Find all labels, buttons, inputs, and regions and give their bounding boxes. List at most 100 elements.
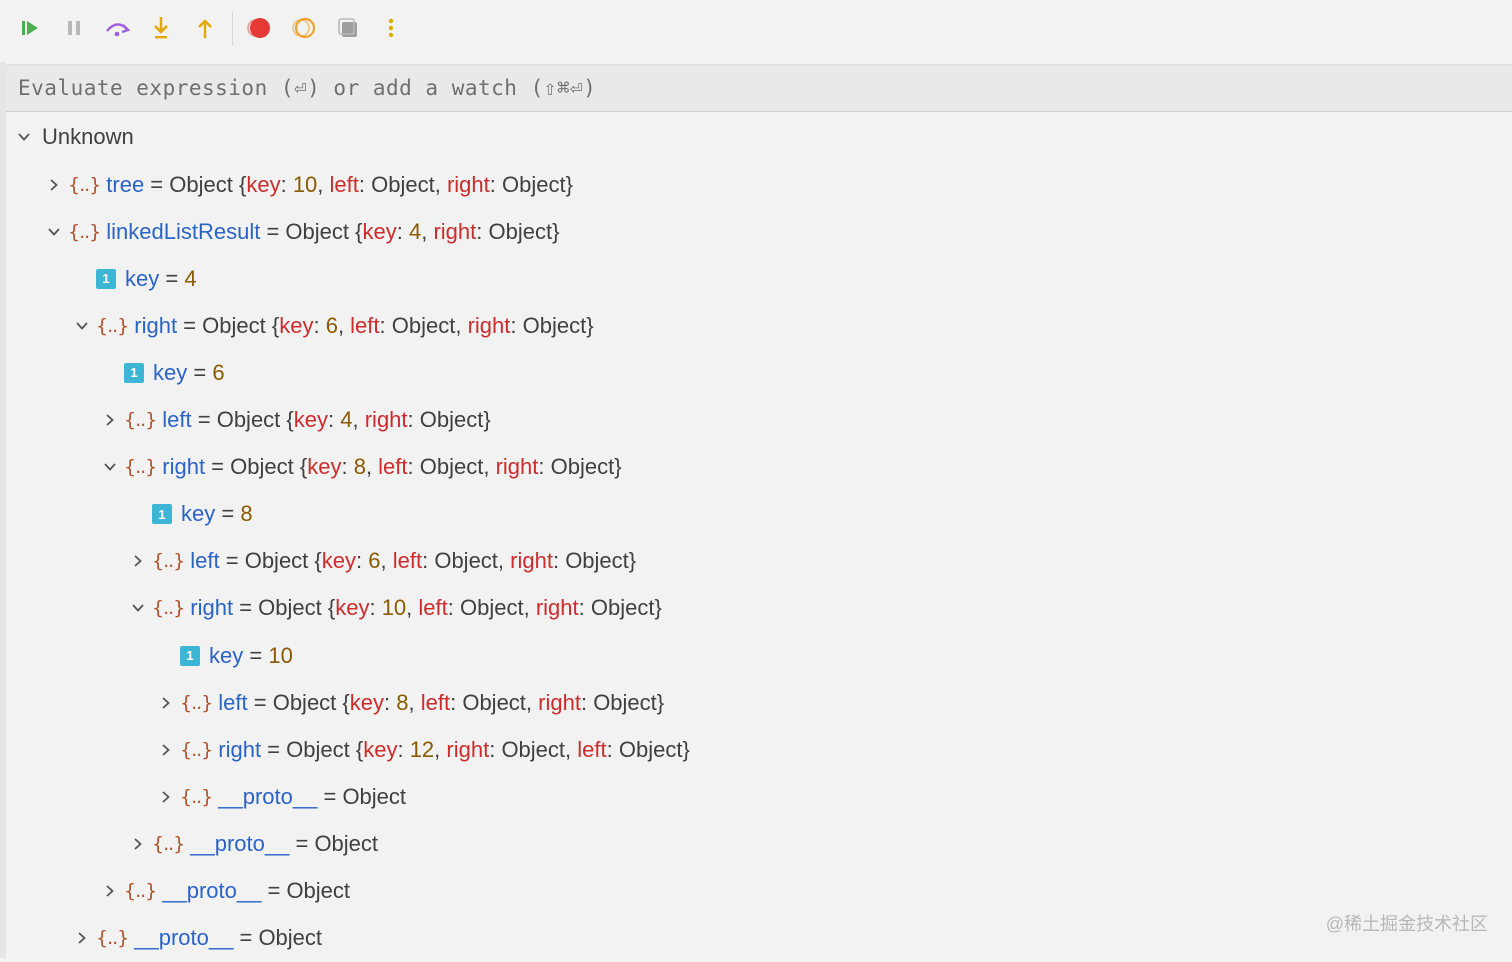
tree-row[interactable]: {..}right = Object {key: 8, left: Object… — [0, 444, 1512, 491]
summary-value: Object — [419, 454, 484, 480]
object-icon: {..} — [180, 691, 213, 714]
evaluate-expression-input[interactable]: Evaluate expression (⏎) or add a watch (… — [6, 64, 1512, 112]
stop-icon — [338, 18, 357, 37]
pause-icon — [68, 21, 80, 35]
variable-name: linkedListResult — [106, 218, 261, 244]
tree-row[interactable]: {..}__proto__ = Object — [0, 820, 1512, 867]
pause-button[interactable] — [56, 10, 92, 46]
summary-key: key — [363, 736, 398, 762]
tree-row[interactable]: {..}__proto__ = Object — [0, 773, 1512, 820]
equals-sign: = — [243, 642, 269, 668]
summary-key: right — [535, 595, 579, 621]
summary-key: left — [392, 548, 423, 574]
equals-sign: = — [205, 454, 231, 480]
variable-value: 6 — [212, 359, 225, 385]
collapse-chevron-icon[interactable] — [68, 312, 96, 340]
summary-key: right — [495, 454, 539, 480]
tree-root-label: Unknown — [42, 123, 134, 149]
expand-chevron-icon[interactable] — [152, 736, 180, 764]
summary-key: right — [446, 736, 490, 762]
collapse-chevron-icon[interactable] — [96, 453, 124, 481]
summary-value: Object — [419, 407, 484, 432]
variable-value: 4 — [184, 265, 197, 291]
step-out-icon — [198, 19, 212, 38]
expand-chevron-icon[interactable] — [152, 783, 180, 811]
tree-row[interactable]: {..}tree = Object {key: 10, left: Object… — [0, 161, 1512, 208]
expand-chevron-icon[interactable] — [124, 547, 152, 575]
equals-sign: = — [215, 501, 241, 527]
expand-chevron-icon[interactable] — [152, 689, 180, 717]
summary-key: key — [335, 595, 370, 621]
tree-row[interactable]: {..}left = Object {key: 4, right: Object… — [0, 397, 1512, 444]
equals-sign: = — [233, 595, 259, 621]
equals-sign: = — [261, 878, 287, 903]
summary-key: right — [364, 407, 408, 432]
expand-chevron-icon[interactable] — [68, 924, 96, 952]
variable-type: Object — [314, 830, 379, 856]
summary-value: Object — [434, 548, 498, 574]
variable-type: Object — [272, 689, 337, 715]
summary-key: key — [293, 407, 329, 432]
summary-value: Object — [501, 736, 566, 762]
variable-name: right — [218, 736, 262, 762]
summary-value: Object — [462, 689, 526, 715]
expand-chevron-icon[interactable] — [40, 171, 68, 199]
step-out-button[interactable] — [187, 10, 223, 46]
collapse-chevron-icon[interactable] — [124, 594, 152, 622]
equals-sign: = — [159, 265, 185, 291]
variable-type: Object — [216, 407, 281, 432]
variable-type: Object — [230, 454, 294, 480]
object-icon: {..} — [152, 550, 185, 573]
variable-name: tree — [106, 171, 145, 197]
tree-row[interactable]: {..}__proto__ = Object — [0, 915, 1512, 962]
summary-key: right — [538, 689, 581, 715]
tree-row[interactable]: {..}__proto__ = Object — [0, 868, 1512, 915]
equals-sign: = — [289, 830, 315, 856]
summary-value: Object — [590, 595, 655, 621]
summary-value: 6 — [325, 312, 338, 338]
collapse-chevron-icon[interactable] — [40, 218, 68, 246]
collapse-chevron-icon[interactable] — [10, 123, 38, 151]
watermark: @稀土掘金技术社区 — [1325, 914, 1488, 934]
summary-value: Object — [550, 454, 615, 480]
summary-value: 4 — [340, 407, 353, 432]
summary-value: 12 — [409, 736, 435, 762]
stop-button[interactable] — [330, 10, 366, 46]
step-into-button[interactable] — [143, 10, 179, 46]
object-icon: {..} — [68, 220, 101, 243]
object-icon: {..} — [68, 173, 101, 196]
equals-sign: = — [260, 218, 286, 244]
tree-row[interactable]: {..}left = Object {key: 6, left: Object,… — [0, 538, 1512, 585]
resume-icon — [22, 21, 38, 35]
left-gutter — [0, 62, 6, 958]
summary-key: key — [349, 689, 385, 715]
resume-button[interactable] — [12, 10, 48, 46]
summary-value: Object — [618, 736, 683, 762]
tree-row[interactable]: {..}right = Object {key: 12, right: Obje… — [0, 726, 1512, 773]
variable-type: Object — [286, 736, 350, 762]
expand-chevron-icon[interactable] — [124, 830, 152, 858]
equals-sign: = — [233, 925, 259, 951]
object-icon: {..} — [124, 456, 157, 479]
tree-row[interactable]: {..}left = Object {key: 8, left: Object,… — [0, 679, 1512, 726]
variable-name: right — [134, 312, 178, 338]
tree-row[interactable]: {..}right = Object {key: 6, left: Object… — [0, 302, 1512, 349]
tree-row[interactable]: {..}right = Object {key: 10, left: Objec… — [0, 585, 1512, 632]
variable-name: left — [190, 548, 220, 574]
more-options-button[interactable] — [373, 10, 409, 46]
breakpoint-button[interactable] — [242, 10, 278, 46]
variable-value: 10 — [268, 642, 293, 668]
mute-breakpoints-button[interactable] — [286, 10, 322, 46]
summary-value: Object — [488, 218, 553, 244]
tree-root-row[interactable]: Unknown — [0, 113, 1512, 160]
summary-key: key — [246, 171, 281, 197]
expand-chevron-icon[interactable] — [96, 406, 124, 434]
expand-chevron-icon[interactable] — [96, 877, 124, 905]
tree-row[interactable]: {..}linkedListResult = Object {key: 4, r… — [0, 208, 1512, 255]
summary-value: 10 — [381, 595, 407, 621]
step-over-button[interactable] — [100, 10, 136, 46]
